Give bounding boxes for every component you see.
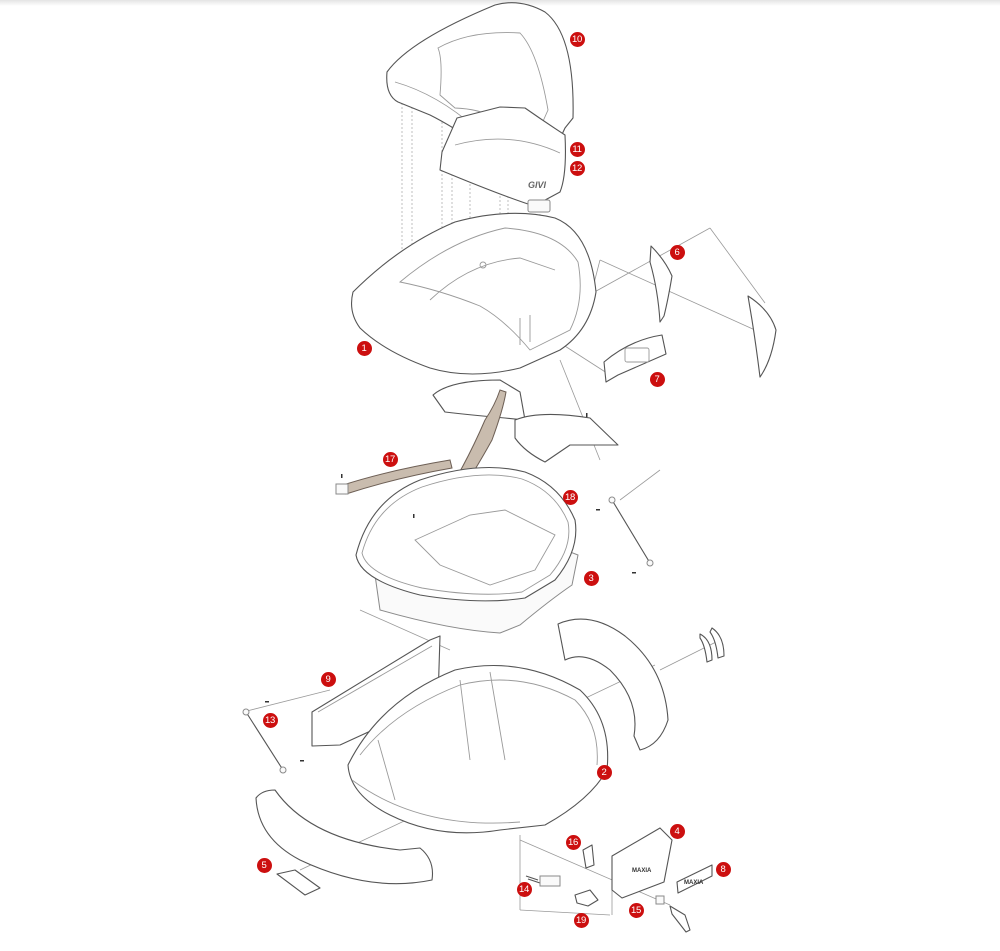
- lock-plate-label: MAXIA: [632, 868, 652, 874]
- screws: [265, 413, 636, 762]
- callout-18: 18: [562, 489, 578, 505]
- callout-3: 3: [583, 570, 599, 586]
- callout-9: 9: [320, 671, 336, 687]
- callout-13: 13: [262, 712, 278, 728]
- part-hinge-covers: [432, 379, 619, 463]
- part-front-rail: [255, 789, 434, 896]
- callout-11: 11: [569, 141, 585, 157]
- part-side-shell-right: [557, 618, 725, 751]
- callout-14: 14: [516, 881, 532, 897]
- part-lid: [351, 212, 597, 375]
- part-gasket-and-panel: [355, 466, 579, 634]
- callout-17: 17: [382, 451, 398, 467]
- callout-5: 5: [256, 857, 272, 873]
- part-base-shell: [347, 665, 609, 834]
- givi-logo: GIVI: [528, 180, 547, 190]
- callout-15: 15: [628, 902, 644, 918]
- part-lid-lock-insert: [603, 334, 667, 383]
- callout-16: 16: [565, 834, 581, 850]
- part-reflectors: [649, 245, 777, 378]
- callout-19: 19: [573, 912, 589, 928]
- part-lock-hardware: [525, 844, 691, 933]
- callout-10: 10: [569, 31, 585, 47]
- callout-6: 6: [669, 244, 685, 260]
- callout-1: 1: [356, 340, 372, 356]
- part-hinge-rods: [242, 496, 654, 774]
- part-backrest-pad: GIVI: [439, 106, 566, 213]
- callout-12: 12: [569, 160, 585, 176]
- callout-8: 8: [715, 861, 731, 877]
- top-edge-shadow: [0, 0, 1000, 6]
- part-lock-housing: MAXIA: [611, 827, 673, 899]
- callout-2: 2: [596, 764, 612, 780]
- nameplate-label: MAXIA: [684, 880, 704, 886]
- part-nameplate: MAXIA: [676, 864, 713, 894]
- callout-4: 4: [669, 823, 685, 839]
- callout-7: 7: [649, 371, 665, 387]
